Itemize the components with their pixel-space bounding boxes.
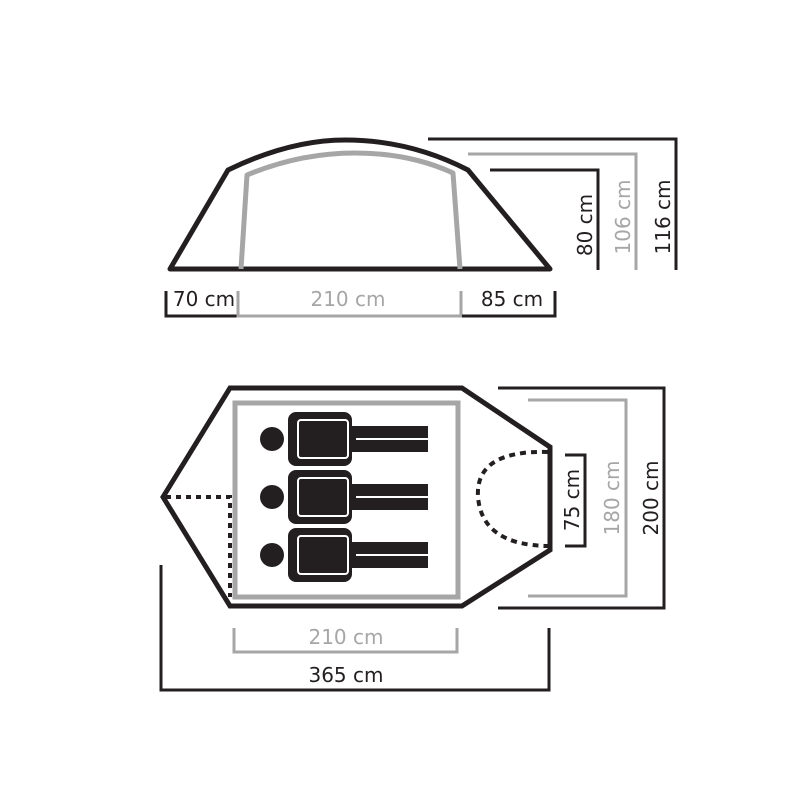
sleeper-2 [260,470,428,524]
inner-height-bracket [528,398,628,598]
height-label-80: 80 cm [573,194,597,256]
vestibule-dotted-line [166,495,232,597]
length-bracket-85 [462,291,557,318]
inner-tent-floor [232,400,461,600]
person-head-icon [260,543,284,567]
door-height-bracket [565,453,587,548]
sleeper-1 [260,412,428,466]
person-head-icon [260,427,284,451]
sleeper-3 [260,528,428,582]
length-label-85: 85 cm [481,287,543,311]
height-bracket-80 [490,168,600,270]
height-bracket-106 [468,152,638,270]
side-inner-tent [238,150,463,270]
inner-height-label: 180 cm [600,460,624,535]
sleeping-bag-icon [288,412,352,466]
outer-height-label: 200 cm [639,460,663,535]
top-view: 75 cm 180 cm 200 cm 210 cm 365 cm [159,385,666,692]
length-label-70: 70 cm [173,287,235,311]
length-bracket-70 [164,291,237,318]
sleeping-bag-icon [288,470,352,524]
door-dotted-arc [475,449,549,548]
height-bracket-116 [428,137,678,270]
length-bracket-210 [236,291,463,318]
total-length-label: 365 cm [308,663,383,687]
person-head-icon [260,485,284,509]
sleeping-bag-icon [288,528,352,582]
length-label-210: 210 cm [310,287,385,311]
inner-width-bracket [232,628,459,654]
door-height-label: 75 cm [560,469,584,531]
height-label-116: 116 cm [651,179,675,254]
total-length-bracket [159,565,551,692]
inner-width-label: 210 cm [308,625,383,649]
height-label-106: 106 cm [611,179,635,254]
side-fly-outline [167,137,553,272]
side-view: 80 cm 106 cm 116 cm 70 cm 210 cm 85 cm [164,137,678,318]
floor-outline [160,385,553,609]
outer-height-bracket [498,386,666,610]
